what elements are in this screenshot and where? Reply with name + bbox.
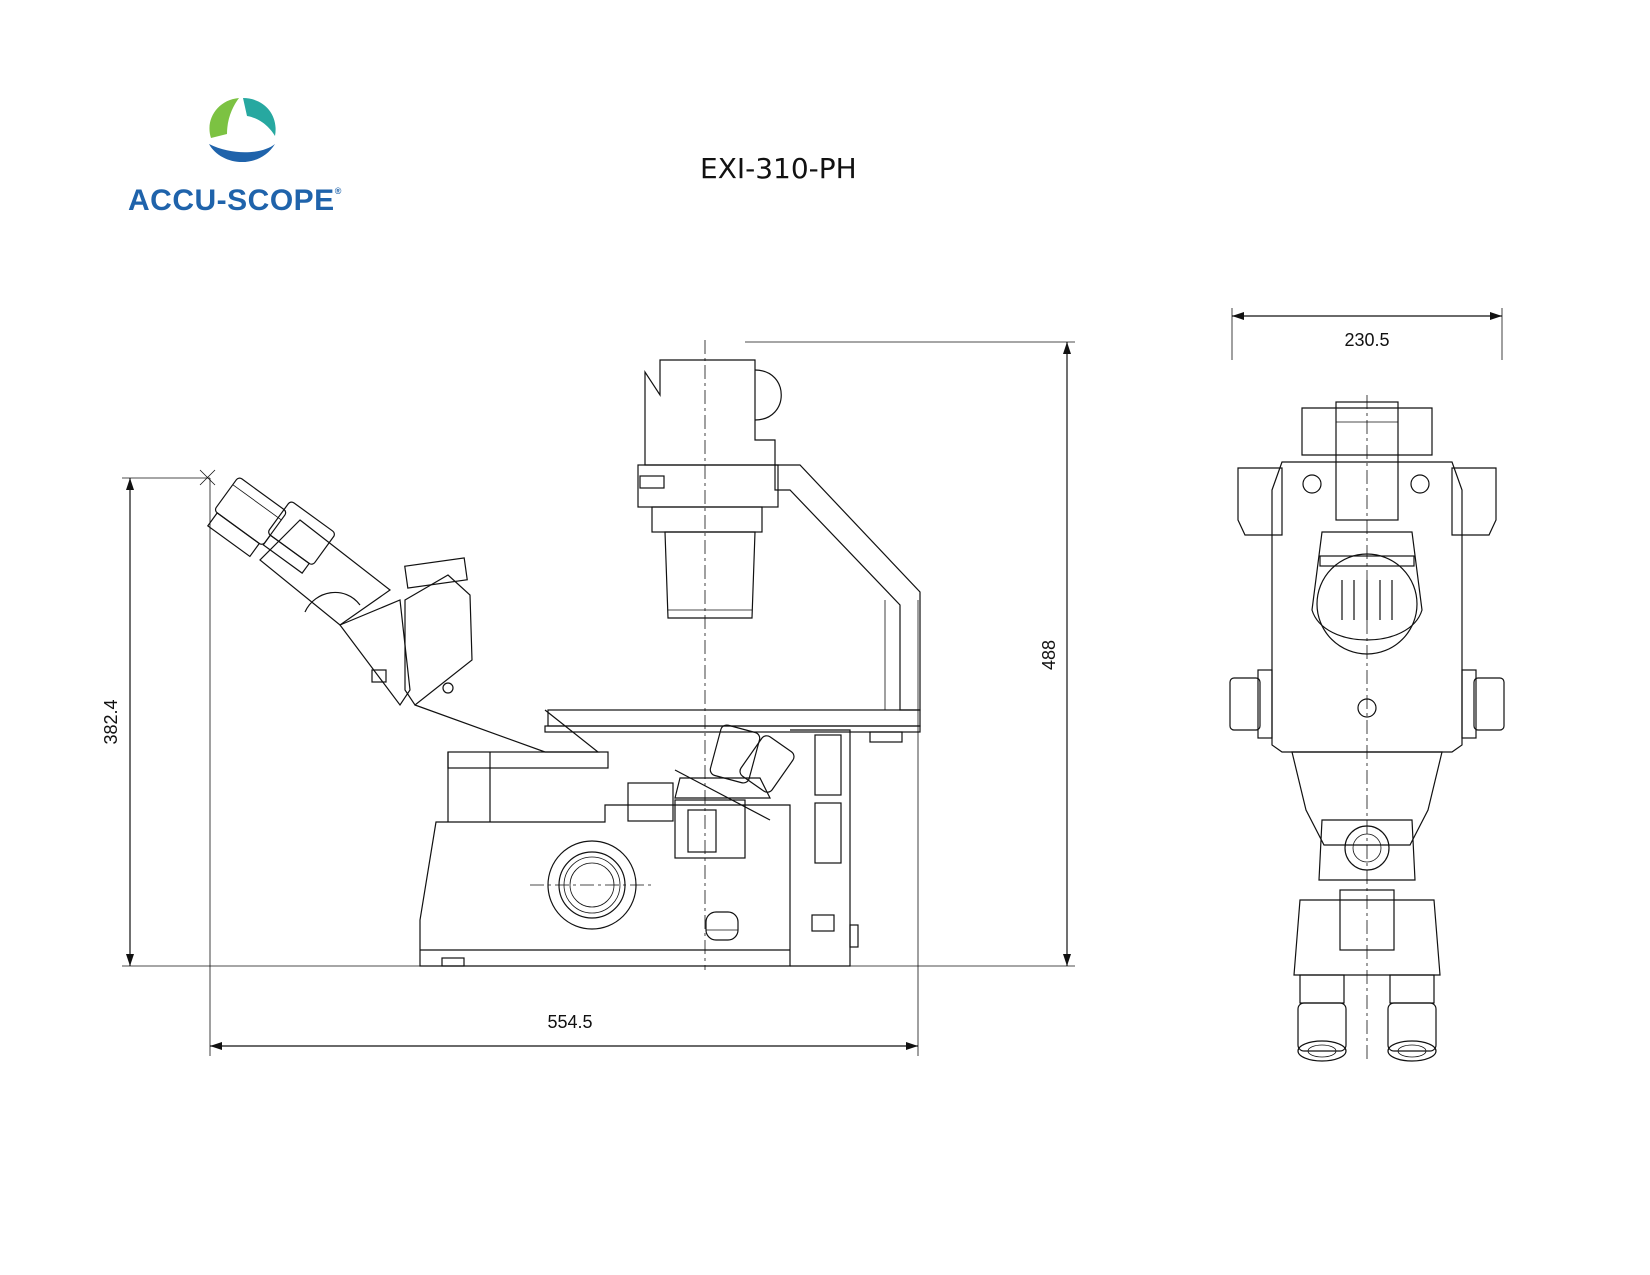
microscope-base bbox=[419, 729, 859, 967]
dim-width-front-label: 230.5 bbox=[1344, 330, 1389, 350]
trinocular-head bbox=[259, 519, 600, 753]
dim-width-side: 554.5 bbox=[209, 478, 919, 1056]
nosepiece bbox=[627, 724, 795, 859]
illumination-pillar bbox=[774, 464, 921, 711]
accu-scope-logo-mark bbox=[209, 98, 276, 163]
logo-wordmark: ACCU-SCOPE® bbox=[128, 184, 342, 217]
front-focus-knobs bbox=[1229, 669, 1505, 739]
front-view: 230.5 bbox=[1229, 308, 1505, 1062]
eyepieces bbox=[199, 469, 335, 574]
dim-width-side-label: 554.5 bbox=[547, 1012, 592, 1032]
accu-scope-logo: ACCU-SCOPE® bbox=[128, 96, 388, 226]
model-title: EXI-310-PH bbox=[700, 152, 857, 185]
dim-height-total-label: 488 bbox=[1039, 640, 1059, 670]
side-view: 488 382.4 554.5 bbox=[101, 340, 1075, 1056]
dim-width-front: 230.5 bbox=[1231, 308, 1503, 360]
phase-slider-slots bbox=[1341, 580, 1393, 620]
condenser-lamp bbox=[637, 359, 782, 619]
dim-height-eyepiece: 382.4 bbox=[101, 477, 440, 967]
dim-height-total: 488 bbox=[745, 341, 1075, 967]
dim-height-eyepiece-label: 382.4 bbox=[101, 699, 121, 744]
microscope-column bbox=[447, 751, 609, 822]
front-eyepieces bbox=[1297, 974, 1437, 1062]
